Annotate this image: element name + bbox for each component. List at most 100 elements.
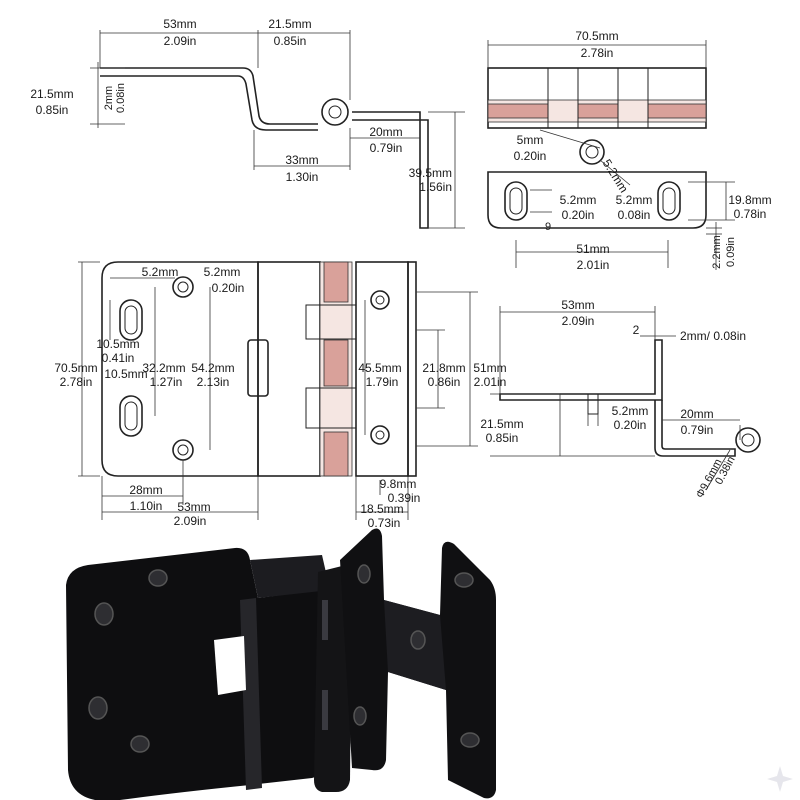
dim-2-side: 2: [633, 323, 640, 337]
front-right-hole-top: [370, 290, 390, 310]
render-hole-9: [460, 732, 480, 748]
front-hole-bottom: [172, 439, 194, 461]
profile-knuckle-pin: [328, 105, 342, 119]
render-left-leaf: [66, 547, 326, 800]
dim-18-5-mm: 18.5mm: [360, 502, 403, 516]
plan-slot-left: [504, 181, 528, 221]
dim-20-side-in: 0.79in: [681, 423, 714, 437]
render-hole-6: [353, 706, 367, 726]
dim-33-mm: 33mm: [285, 153, 318, 167]
dim-20-in: 0.79in: [370, 141, 403, 155]
dim-53-side-mm: 53mm: [561, 298, 594, 312]
dim-70-5-front-mm: 70.5mm: [54, 361, 97, 375]
dim-hole-5-2-mm: 5.2mm: [204, 265, 241, 279]
render-hole-2: [94, 602, 114, 626]
dim-53-front-mm: 53mm: [177, 500, 210, 514]
middle-front-view: 5.2mm 5.2mm 0.20in 10.5mm 0.41in 10.5mm …: [54, 261, 507, 530]
profile-second-leaf: [352, 111, 429, 229]
render-hole-5: [357, 564, 371, 584]
render-hole-7: [410, 630, 426, 650]
dim-19-8-mm: 19.8mm: [728, 193, 771, 207]
dim-9: 9: [545, 221, 551, 233]
dim-21-5-side-mm: 21.5mm: [480, 417, 523, 431]
dim-slot-10-5-b: 10.5mm: [104, 367, 147, 381]
dim-28-in: 1.10in: [130, 499, 163, 513]
dim-slot-10-5-a-mm: 10.5mm: [96, 337, 139, 351]
dim-32-2-in: 1.27in: [150, 375, 183, 389]
dim-9-8-in: 0.39in: [388, 491, 421, 505]
dim-32-2-mm: 32.2mm: [142, 361, 185, 375]
profile-leaf-inner: [100, 75, 318, 131]
dim-slot-5-2: 5.2mm: [142, 265, 179, 279]
profile-leaf-outline: [100, 67, 318, 125]
dim-70-5-in: 2.78in: [581, 46, 614, 60]
dim-70-5-mm: 70.5mm: [575, 29, 618, 43]
dim-51-front-mm: 51mm: [473, 361, 506, 375]
dim-5-2-diagonal: 5.2mm: [600, 157, 631, 196]
dim-2-2-in: 0.09in: [725, 237, 737, 267]
dim-5-2-side-mm: 5.2mm: [612, 404, 649, 418]
side-leaf-lower: [654, 400, 736, 457]
side-knuckle: [735, 427, 761, 453]
front-slot-bottom: [119, 395, 143, 437]
dim-2-side-label: 2mm/ 0.08in: [680, 329, 746, 343]
dim-39-5-mm: 39.5mm: [409, 166, 452, 180]
dim-5-2-b-in: 0.08in: [618, 208, 651, 222]
dim-21-5-top-in: 0.85in: [274, 34, 307, 48]
render-hole-8: [454, 572, 474, 588]
dim-21-5-top-mm: 21.5mm: [268, 17, 311, 31]
dim-21-5-left-mm: 21.5mm: [30, 87, 73, 101]
dim-19-8-in: 0.78in: [734, 207, 767, 221]
side-leaf-horizontal: [499, 339, 663, 401]
plan-slot-right: [657, 181, 681, 221]
top-left-profile-view: 53mm 2.09in 21.5mm 0.85in 21.5mm 0.85in …: [30, 17, 465, 229]
dim-21-5-left-in: 0.85in: [36, 103, 69, 117]
render-hole-3: [88, 696, 108, 720]
dim-33-in: 1.30in: [286, 170, 319, 184]
dim-hole-5-2-in: 0.20in: [212, 281, 245, 295]
dim-53-front-in: 2.09in: [174, 514, 207, 528]
dim-45-5-mm: 45.5mm: [358, 361, 401, 375]
profile-knuckle: [321, 98, 349, 126]
dim-21-8-mm: 21.8mm: [422, 361, 465, 375]
dim-28-mm: 28mm: [129, 483, 162, 497]
dim-20-side-mm: 20mm: [680, 407, 713, 421]
dim-54-2-mm: 54.2mm: [191, 361, 234, 375]
plan-hinge-body: [487, 67, 707, 129]
front-leaf-left: [101, 261, 259, 477]
dim-53-mm: 53mm: [163, 17, 196, 31]
plan-flange-plate: [487, 171, 707, 229]
middle-right-side-view: 53mm 2.09in 2 2mm/ 0.08in 21.5mm 0.85in …: [480, 298, 761, 500]
dim-21-5-side-in: 0.85in: [486, 431, 519, 445]
dim-9-8-mm: 9.8mm: [380, 477, 417, 491]
dim-18-5-in: 0.73in: [368, 516, 401, 530]
dim-2-2-mm: 2.2mm: [711, 235, 723, 269]
plan-hole: [579, 139, 605, 165]
dim-slot-10-5-a-in: 0.41in: [102, 351, 135, 365]
dim-20-mm: 20mm: [369, 125, 402, 139]
dim-5-in: 0.20in: [514, 149, 547, 163]
dim-2-mm: 2mm: [103, 86, 115, 110]
dim-5-2-a-in: 0.20in: [562, 208, 595, 222]
dim-21-8-in: 0.86in: [428, 375, 461, 389]
render-hole-1: [148, 569, 168, 587]
dim-70-5-front-in: 2.78in: [60, 375, 93, 389]
dim-5-2-b-mm: 5.2mm: [616, 193, 653, 207]
hinge-product-render: [66, 528, 496, 800]
render-hole-4: [130, 735, 150, 753]
front-right-hole-bottom: [370, 425, 390, 445]
dim-51-top-mm: 51mm: [576, 242, 609, 256]
dim-51-top-in: 2.01in: [577, 258, 610, 272]
dim-39-5-in: 1.56in: [419, 180, 452, 194]
dim-45-5-in: 1.79in: [366, 375, 399, 389]
front-hole-top: [172, 276, 194, 298]
front-slot-top: [119, 299, 143, 341]
dim-5-mm: 5mm: [517, 133, 544, 147]
dim-51-front-in: 2.01in: [474, 375, 507, 389]
sparkle-icon: [767, 766, 793, 792]
dim-53-in: 2.09in: [164, 34, 197, 48]
dim-53-side-in: 2.09in: [562, 314, 595, 328]
top-right-plan-view: 70.5mm 2.78in 5mm 0.20in 5.2mm 5.2mm 0.2…: [487, 29, 772, 272]
